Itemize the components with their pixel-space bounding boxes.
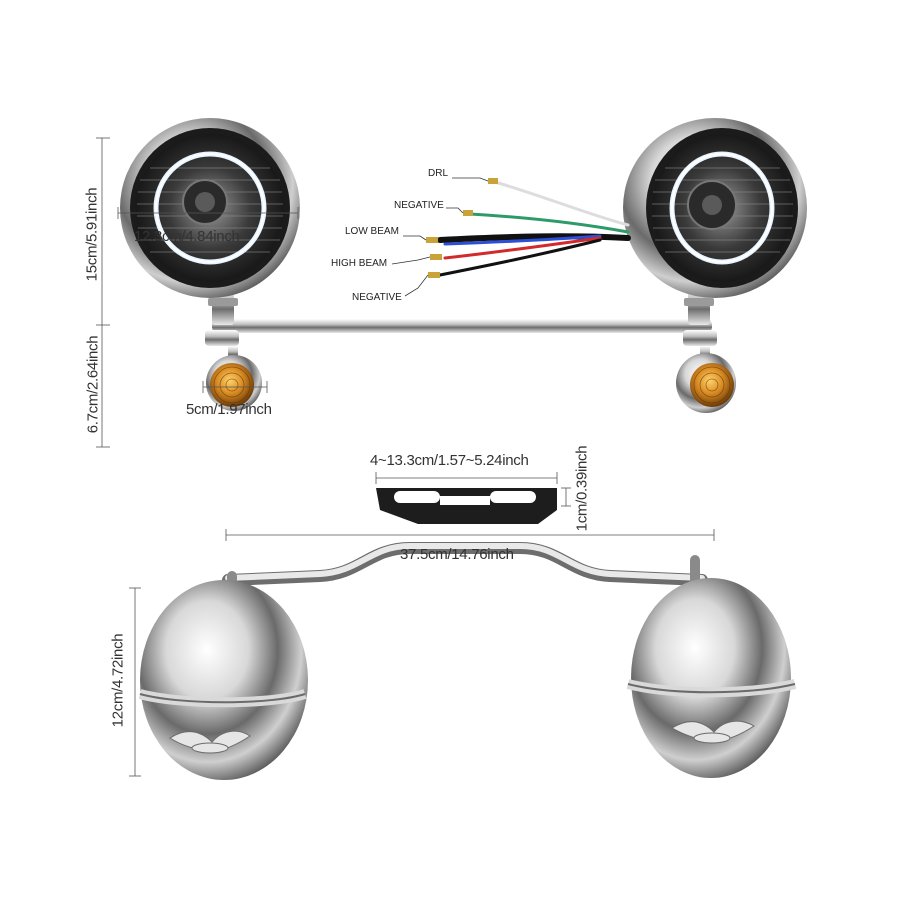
- left-eagle-emblem: [169, 730, 251, 754]
- wire-connectors: [426, 178, 498, 278]
- left-lamp-front: [120, 118, 300, 298]
- top-light-bar: [205, 319, 717, 346]
- wire-harness: [437, 180, 631, 277]
- wire-leader-lines: [391, 177, 489, 297]
- signal-diameter-label: 5cm/1.97inch: [186, 401, 272, 418]
- right-turn-signal: [676, 346, 736, 413]
- left-lamp-housing: [138, 580, 308, 780]
- lamp-diameter-label: 12.3cm/4.84inch: [134, 228, 240, 245]
- bracket-thickness-label: 1cm/0.39inch: [573, 445, 591, 532]
- right-lamp-housing: [626, 578, 797, 778]
- wire-label-drl: DRL: [428, 168, 449, 179]
- top-dimension-lines: [96, 137, 299, 448]
- bottom-dimension-lines: [129, 472, 715, 777]
- signal-drop-label: 6.7cm/2.64inch: [84, 335, 102, 434]
- right-lamp-front: [623, 118, 807, 298]
- wire-label-negative-top: NEGATIVE: [394, 200, 444, 211]
- bracket-range-label: 4~13.3cm/1.57~5.24inch: [370, 452, 529, 469]
- right-eagle-emblem: [671, 720, 755, 744]
- wire-label-low-beam: LOW BEAM: [345, 226, 399, 237]
- mounting-bracket: [376, 488, 557, 524]
- housing-height-label: 12cm/4.72inch: [109, 633, 127, 728]
- bar-width-label: 37.5cm/14.76inch: [400, 546, 514, 563]
- wire-label-high-beam: HIGH BEAM: [331, 258, 388, 269]
- wire-label-negative-bottom: NEGATIVE: [352, 292, 402, 303]
- lamp-height-label: 15cm/5.91inch: [83, 187, 101, 282]
- left-turn-signal: [206, 346, 262, 411]
